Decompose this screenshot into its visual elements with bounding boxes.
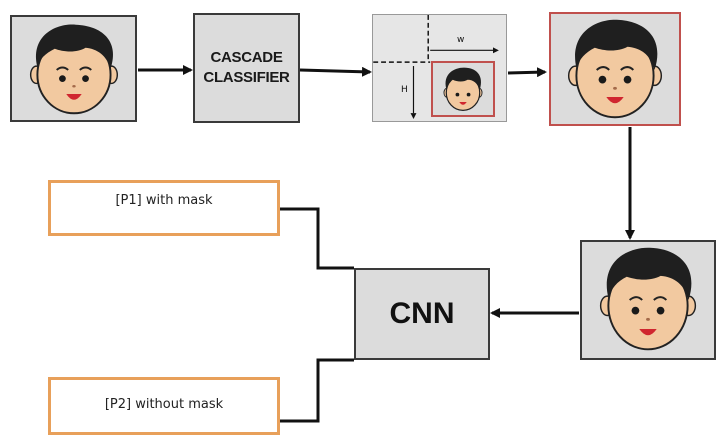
cropped-face-image [549, 12, 681, 126]
line-cnn-to-output-2 [280, 358, 354, 423]
output-with-mask-label: [P1] with mask [115, 192, 213, 208]
face-detection-panel: w H [372, 14, 507, 122]
dimension-guides [373, 15, 499, 120]
line-cnn-to-output-1 [280, 207, 354, 270]
output-without-mask-box: [P2] without mask [48, 377, 280, 435]
cnn-label: CNN [389, 297, 455, 330]
cnn-box: CNN [354, 268, 490, 360]
input-face-image [10, 15, 137, 122]
output-with-mask-box: [P1] with mask [48, 180, 280, 236]
width-label: w [457, 35, 465, 45]
face-icon [29, 24, 119, 115]
output-without-mask-label: [P2] without mask [104, 396, 224, 412]
face-icon [567, 19, 663, 119]
cascade-classifier-box: CASCADE CLASSIFIER [193, 13, 300, 123]
arrow-detection-to-crop [507, 67, 547, 78]
resized-face-image [580, 240, 716, 360]
classifier-label-line2: CLASSIFIER [203, 69, 290, 86]
arrow-classifier-to-detection [299, 66, 372, 77]
face-icon [599, 247, 697, 351]
detected-face-box [431, 61, 495, 117]
height-label: H [401, 85, 408, 95]
classifier-label-line1: CASCADE [210, 49, 283, 66]
face-icon [443, 67, 483, 111]
